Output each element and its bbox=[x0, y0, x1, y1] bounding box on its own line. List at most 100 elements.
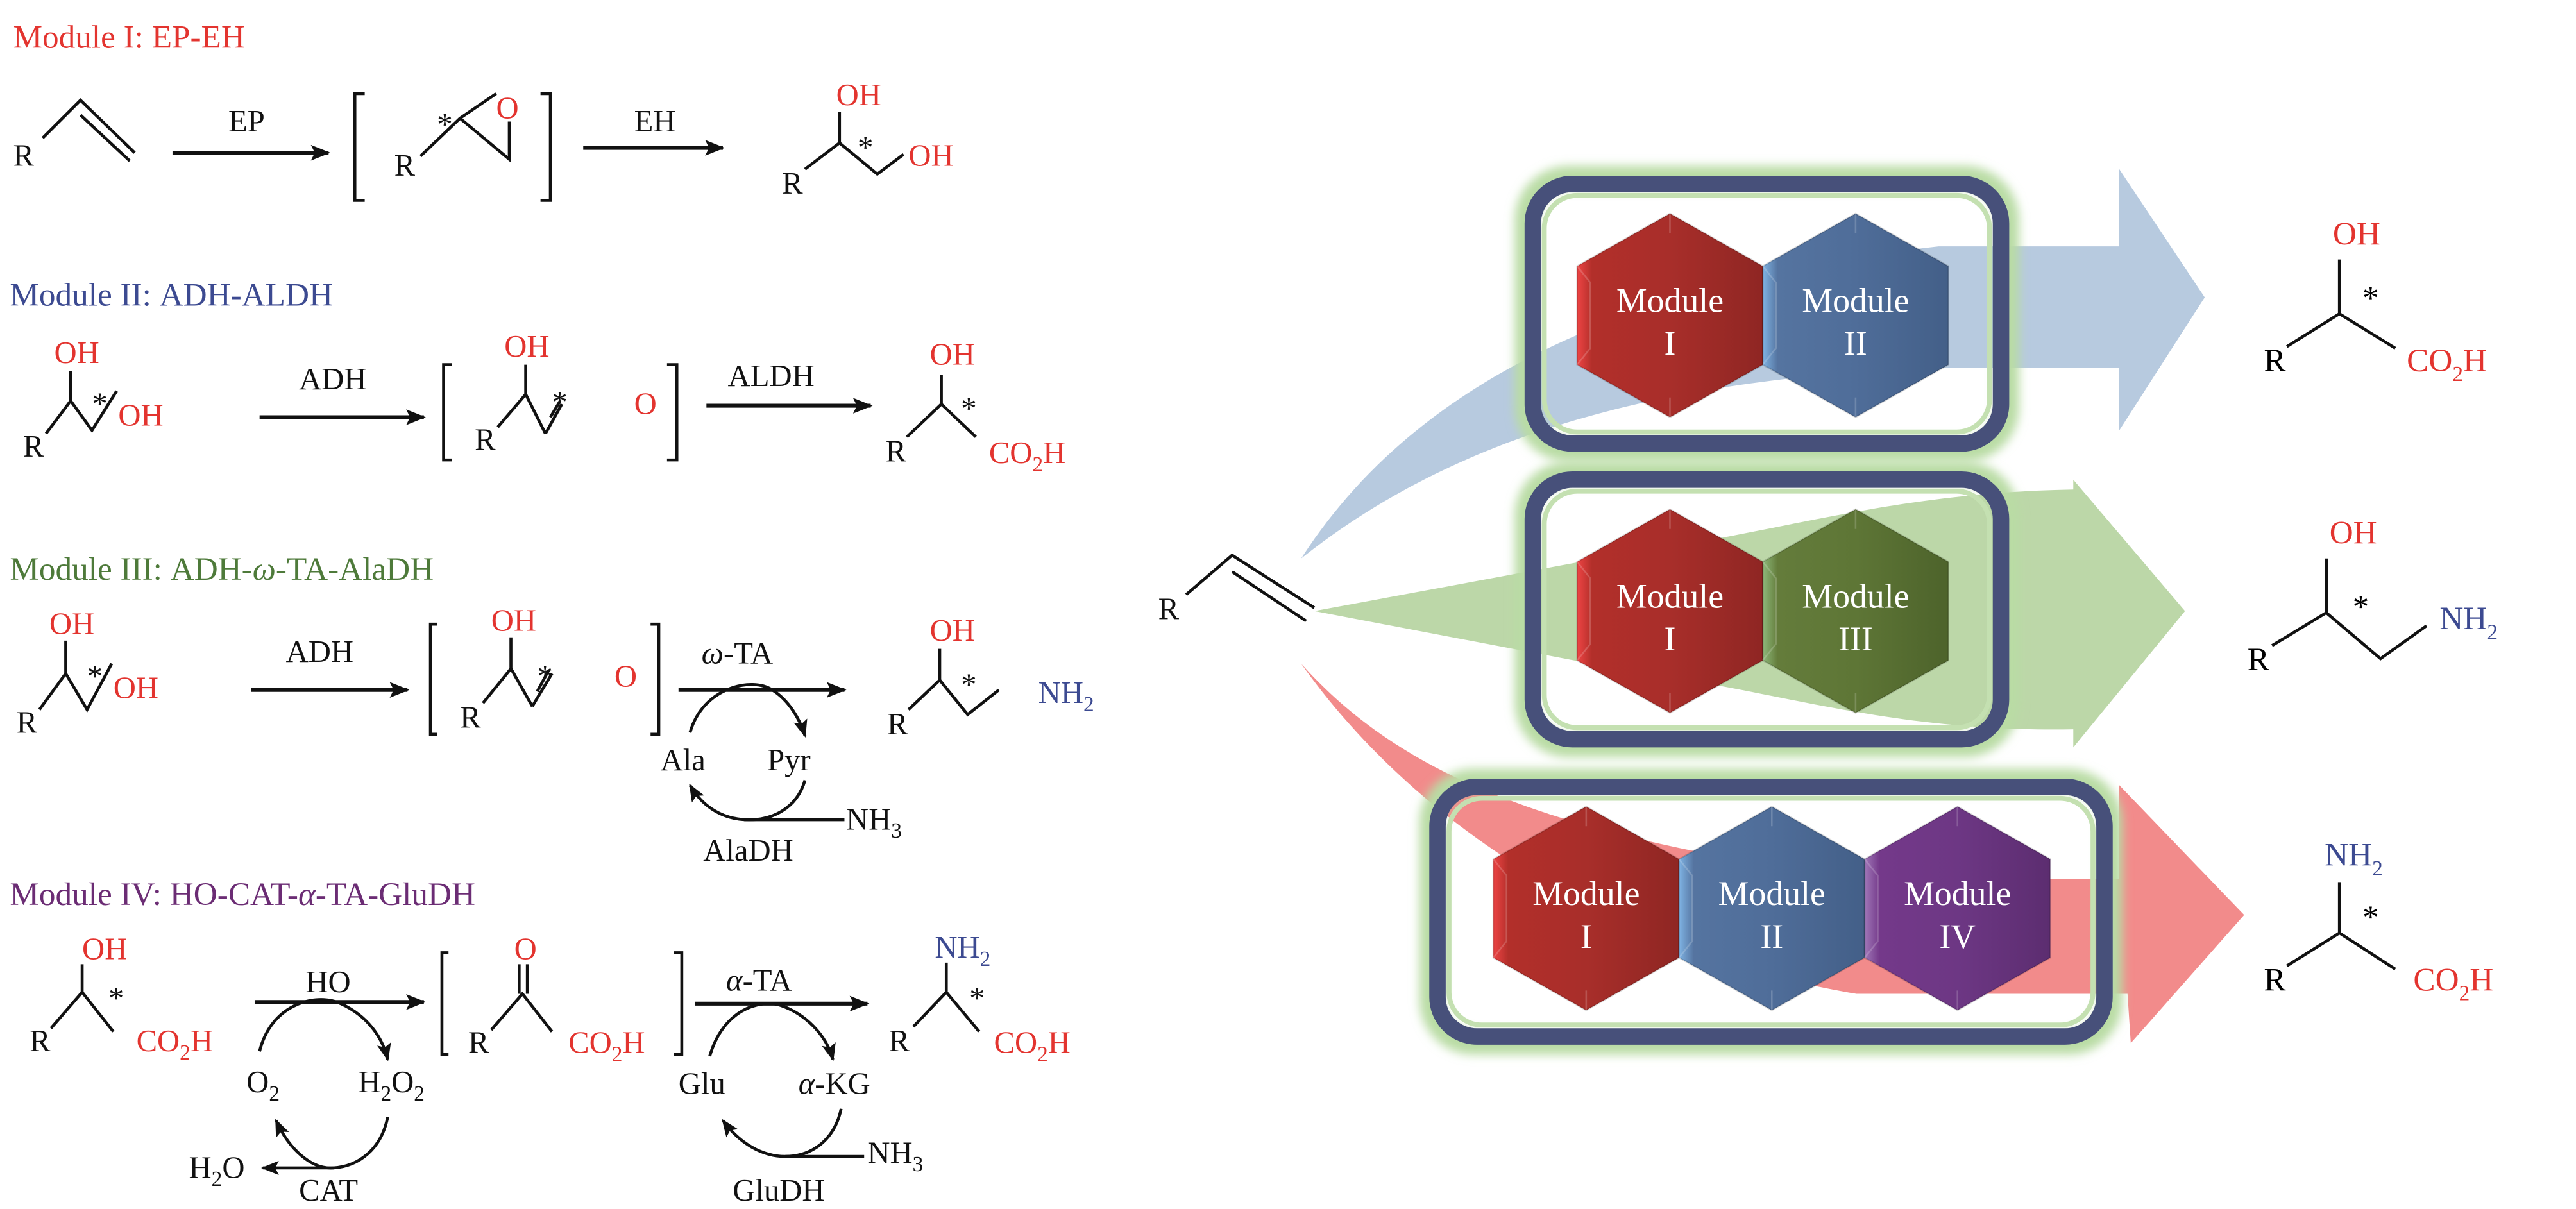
alkene-start: R bbox=[1158, 553, 1316, 627]
oxygen-label: O bbox=[634, 386, 657, 421]
cycle-arc-o2-h2o2 bbox=[258, 998, 391, 1061]
enzyme-label-aldh: ALDH bbox=[728, 359, 815, 393]
enzyme-label-aladh: AlaDH bbox=[703, 833, 793, 868]
hydroxyl-label: OH bbox=[504, 329, 549, 364]
hydroxy-acid-substrate: R OH * CO2H bbox=[30, 932, 213, 1065]
hexagon-bevel bbox=[1762, 509, 1857, 713]
stereocenter-star: * bbox=[87, 659, 103, 694]
module-hexagon-word: Module bbox=[1718, 874, 1826, 913]
module-hexagon-numeral: I bbox=[1665, 324, 1676, 362]
oxygen-cofactor: O2 bbox=[246, 1065, 280, 1106]
module-4-scheme: Module IV: HO-CAT-α-TA-GluDH R OH * CO2H… bbox=[10, 876, 1071, 1208]
cycle-label-pyr: Pyr bbox=[767, 743, 811, 777]
epoxide-intermediate: R * O bbox=[353, 90, 552, 202]
enzyme-label-gludh: GluDH bbox=[733, 1173, 824, 1208]
stereocenter-star: * bbox=[2362, 280, 2379, 316]
stereocenter-star: * bbox=[969, 981, 985, 1016]
route-2-product: R OH * NH2 bbox=[2248, 515, 2498, 678]
hydroxyl-label: OH bbox=[118, 398, 163, 432]
cycle-arc-glu-akg bbox=[708, 1002, 836, 1061]
hexagon-shape bbox=[1863, 806, 2051, 1011]
stereocenter-star: * bbox=[858, 130, 873, 165]
module-hexagon-word: Module bbox=[1616, 577, 1724, 616]
module-hexagon-word: Module bbox=[1802, 282, 1909, 320]
module-hexagon-numeral: I bbox=[1580, 917, 1592, 956]
diol-substrate: R OH * OH bbox=[17, 607, 158, 740]
keto-acid-intermediate: R O CO2H bbox=[440, 932, 684, 1066]
module-hexagon-numeral: II bbox=[1760, 917, 1783, 956]
r-group: R bbox=[23, 429, 44, 464]
hydroxyl-label: OH bbox=[114, 670, 158, 705]
module-2-scheme: Module II: ADH-ALDH R OH * OH ADH R OH *… bbox=[10, 276, 1065, 477]
module-3-scheme: Module III: ADH-ω-TA-AlaDH R OH * OH ADH… bbox=[10, 551, 1094, 868]
r-group: R bbox=[1158, 592, 1180, 627]
carboxyl-label: CO2H bbox=[2407, 342, 2487, 386]
amine-label: NH2 bbox=[935, 930, 990, 971]
module-2-header: Module II: ADH-ALDH bbox=[10, 276, 333, 313]
r-group: R bbox=[2264, 342, 2286, 379]
hexagon-bevel bbox=[1678, 806, 1773, 1011]
enzyme-label-ep: EP bbox=[228, 104, 265, 139]
carboxyl-label: CO2H bbox=[2413, 961, 2493, 1005]
stereocenter-star: * bbox=[2362, 899, 2379, 936]
hydroxy-acid-product: R OH * CO2H bbox=[886, 337, 1066, 477]
stereocenter-star: * bbox=[92, 386, 107, 421]
stereocenter-star: * bbox=[108, 981, 124, 1016]
diol-product: R OH * OH bbox=[782, 78, 953, 201]
module-hexagon-numeral: I bbox=[1665, 620, 1676, 658]
oxygen-label: O bbox=[614, 659, 637, 694]
enzyme-label-ho: HO bbox=[305, 965, 350, 999]
route-3-module-frame bbox=[1419, 768, 2123, 1055]
module-hexagon-numeral: II bbox=[1844, 324, 1867, 362]
r-group: R bbox=[887, 707, 908, 741]
amino-acid-product: R NH2 * CO2H bbox=[889, 930, 1071, 1066]
module-4-header: Module IV: HO-CAT-α-TA-GluDH bbox=[10, 876, 475, 913]
hydroxyl-label: OH bbox=[82, 932, 127, 967]
module-hexagon-word: Module bbox=[1532, 874, 1640, 913]
cycle-label-alpha-kg: α-KG bbox=[799, 1067, 870, 1101]
module-hexagon-numeral: III bbox=[1838, 620, 1873, 658]
hydroxyl-label: OH bbox=[2333, 216, 2380, 253]
module-hexagon-numeral: IV bbox=[1939, 917, 1976, 956]
hydroxyl-label: OH bbox=[2330, 515, 2377, 552]
cycle-arc-akg-glu bbox=[722, 1108, 843, 1158]
module-hexagon-word: Module bbox=[1904, 874, 2011, 913]
module-hexagon-word: Module bbox=[1802, 577, 1909, 616]
hydroxyl-label: OH bbox=[930, 613, 975, 648]
aldehyde-intermediate: R OH * O bbox=[428, 603, 661, 736]
amine-label: NH2 bbox=[2439, 600, 2498, 644]
cascade-overview: R ModuleIModuleIIModuleIModuleIIIModuleI… bbox=[1158, 165, 2498, 1055]
hydroxyl-label: OH bbox=[836, 78, 881, 112]
cycle-arc-ala-pyr bbox=[688, 683, 808, 738]
r-group: R bbox=[468, 1026, 489, 1060]
r-group: R bbox=[17, 705, 38, 740]
enzyme-label-adh: ADH bbox=[286, 634, 353, 669]
r-group: R bbox=[889, 1024, 910, 1058]
module-3-header: Module III: ADH-ω-TA-AlaDH bbox=[10, 551, 434, 588]
amino-alcohol-product: R OH * NH2 bbox=[887, 613, 1094, 741]
r-group: R bbox=[460, 700, 481, 735]
hexagon-bevel bbox=[1576, 213, 1671, 418]
stereocenter-star: * bbox=[552, 385, 568, 419]
amine-label: NH2 bbox=[2325, 837, 2383, 881]
water-label: H2O bbox=[189, 1150, 245, 1191]
hydroxyl-label: OH bbox=[930, 337, 975, 372]
oxygen-label: O bbox=[496, 90, 518, 125]
stereocenter-star: * bbox=[538, 659, 553, 694]
r-group: R bbox=[475, 423, 496, 457]
r-group: R bbox=[13, 139, 34, 173]
carboxyl-label: CO2H bbox=[137, 1024, 213, 1065]
route-3-product: R NH2 * CO2H bbox=[2264, 837, 2493, 1006]
hydroxyl-label: OH bbox=[908, 139, 953, 173]
enzyme-label-eh: EH bbox=[634, 104, 676, 139]
hexagon-bevel bbox=[1576, 509, 1671, 713]
diol-substrate: R OH * OH bbox=[23, 335, 164, 464]
hydroxyl-label: OH bbox=[491, 603, 536, 638]
stereocenter-star: * bbox=[2353, 589, 2369, 625]
